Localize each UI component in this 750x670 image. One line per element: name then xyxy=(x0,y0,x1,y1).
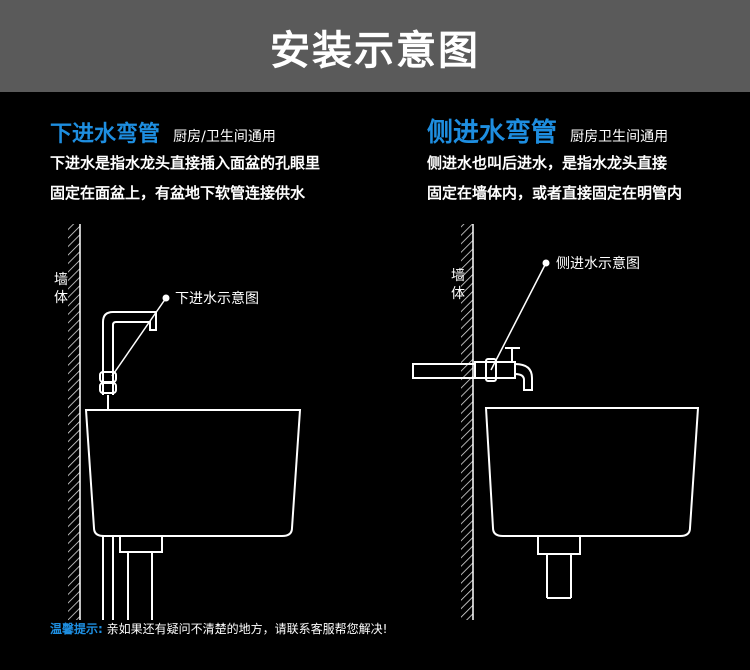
left-basin xyxy=(84,409,302,537)
left-drain xyxy=(119,535,163,620)
right-heading-row: 侧进水弯管 厨房卫生间通用 xyxy=(427,112,668,149)
left-wall-label-1: 墙 xyxy=(54,272,68,288)
left-heading: 下进水弯管 xyxy=(50,122,161,147)
right-wall-label-2: 体 xyxy=(451,286,465,302)
left-wall-hatch xyxy=(68,224,80,620)
footer-text: 亲如果还有疑问不清楚的地方，请联系客服帮您解决! xyxy=(106,622,388,636)
left-wall-label-2: 体 xyxy=(54,290,68,306)
left-desc-line-2: 固定在面盆上，有盆地下软管连接供水 xyxy=(50,184,306,202)
footer-tip: 温馨提示: 亲如果还有疑问不清楚的地方，请联系客服帮您解决! xyxy=(50,620,387,637)
right-drain xyxy=(537,535,581,599)
left-supply-hose xyxy=(102,536,114,620)
right-desc-line-1: 侧进水也叫后进水，是指水龙头直接 xyxy=(427,154,668,172)
left-callout-label: 下进水示意图 xyxy=(175,290,259,307)
left-desc-line-1: 下进水是指水龙头直接插入面盆的孔眼里 xyxy=(50,154,321,172)
right-basin xyxy=(484,407,700,537)
footer-label: 温馨提示: xyxy=(50,622,103,636)
right-heading: 侧进水弯管 xyxy=(427,118,558,148)
right-subheading: 厨房卫生间通用 xyxy=(570,129,669,145)
right-callout-label: 侧进水示意图 xyxy=(556,255,640,272)
left-faucet xyxy=(99,311,157,410)
left-callout-line xyxy=(111,297,167,377)
right-callout-line xyxy=(490,262,547,371)
left-subheading: 厨房/卫生间通用 xyxy=(173,129,276,145)
title-bar: 安装示意图 xyxy=(0,0,750,92)
page-title: 安装示意图 xyxy=(270,28,480,74)
right-wall-hatch xyxy=(461,224,473,620)
left-heading-row: 下进水弯管 厨房/卫生间通用 xyxy=(50,116,276,148)
right-wall-label-1: 墙 xyxy=(451,268,465,284)
right-diagram: 墙 体 侧进水示意图 xyxy=(412,224,700,620)
left-diagram: 墙 体 下进水示意图 xyxy=(54,224,302,620)
right-desc-line-2: 固定在墙体内，或者直接固定在明管内 xyxy=(427,184,683,202)
